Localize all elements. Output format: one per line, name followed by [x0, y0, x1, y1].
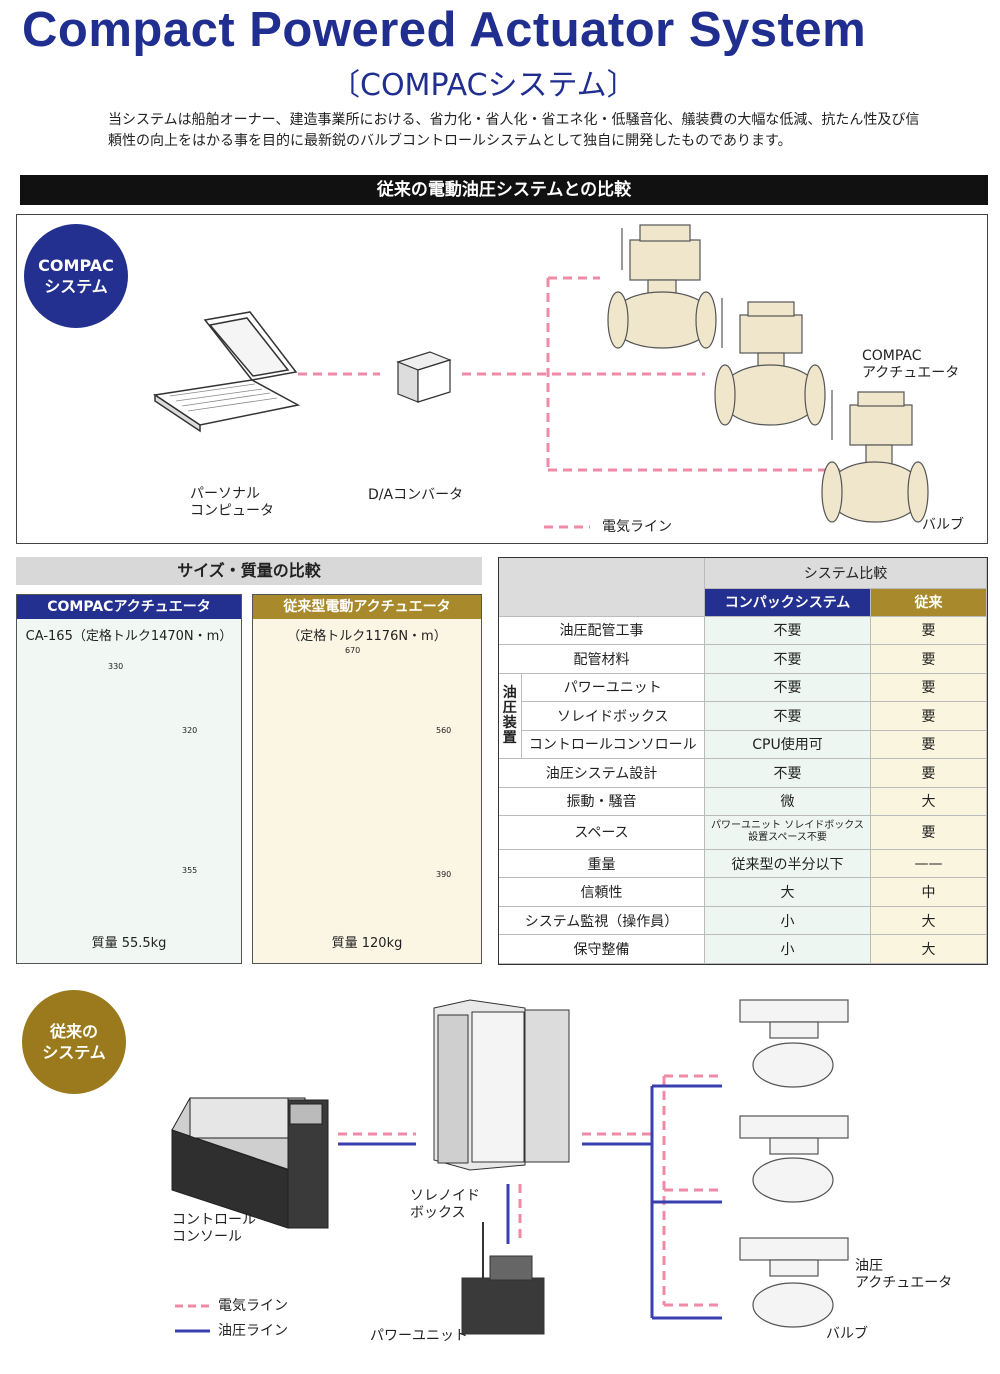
conventional-mass: 質量 120kg	[331, 936, 403, 951]
row-item: システム監視（操作員）	[499, 906, 705, 936]
conventional-dim-height-top: 560	[436, 726, 452, 735]
size-comparison-header: サイズ・質量の比較	[16, 557, 482, 585]
row-compac: 不要	[704, 616, 871, 645]
row-conventional: 大	[870, 787, 987, 816]
power-unit-illustration	[461, 1222, 545, 1335]
compac-dim-width: 330	[108, 662, 124, 671]
compac-actuator-1	[607, 224, 717, 349]
row-conventional: 要	[870, 815, 987, 850]
row-conventional: 要	[870, 616, 987, 645]
valve-label-bottom: バルブ	[826, 1326, 868, 1342]
row-conventional: 要	[870, 673, 987, 702]
row-item: ソレイドボックス	[521, 701, 705, 731]
hydraulic-actuators-illustration	[739, 999, 849, 1328]
compac-size-card: COMPACアクチュエータ CA-165（定格トルク1470N・m） 質量 55…	[16, 594, 242, 964]
hydraulic-actuator-label: 油圧 アクチュエータ	[855, 1258, 953, 1291]
table-corner	[499, 558, 705, 617]
row-conventional: 要	[870, 644, 987, 674]
pc-label: パーソナル コンピュータ	[190, 486, 274, 519]
table-row: 油圧システム設計 不要 要	[499, 758, 987, 788]
compac-actuator-label: COMPAC アクチュエータ	[862, 348, 960, 381]
system-comparison-table: システム比較 コンパックシステム 従来 油圧配管工事 不要 要 配管材料 不要 …	[498, 557, 988, 965]
row-item: コントロールコンソロール	[521, 730, 705, 759]
comparison-band: 従来の電動油圧システムとの比較	[20, 175, 988, 205]
row-item: 信頼性	[499, 877, 705, 907]
table-title: システム比較	[704, 558, 987, 589]
row-item: 油圧配管工事	[499, 616, 705, 645]
row-compac: 小	[704, 906, 871, 936]
laptop-illustration	[152, 311, 301, 433]
compac-actuator-2	[714, 298, 826, 426]
row-compac: パワーユニット ソレイドボックス 設置スペース不要	[704, 815, 871, 850]
table-row: 保守整備 小 大	[499, 934, 987, 964]
row-conventional: ——	[870, 849, 987, 879]
row-item: 油圧システム設計	[499, 758, 705, 788]
group-label: 油圧装置	[499, 673, 522, 759]
row-compac: 不要	[704, 758, 871, 788]
row-item: スペース	[499, 815, 705, 850]
table-row: システム監視（操作員） 小 大	[499, 906, 987, 936]
col-conventional-header: 従来	[870, 588, 987, 617]
conventional-dim-height-bottom: 390	[436, 870, 452, 879]
table-row: 振動・騒音 微 大	[499, 787, 987, 816]
solenoid-box-illustration	[433, 999, 570, 1171]
row-compac: 不要	[704, 701, 871, 731]
electric-lines-bottom	[338, 1074, 722, 1307]
compac-system-badge: COMPAC システム	[24, 224, 128, 328]
conventional-model: （定格トルク1176N・m）	[287, 629, 447, 644]
table-row: スペース パワーユニット ソレイドボックス 設置スペース不要 要	[499, 815, 987, 850]
row-item: 配管材料	[499, 644, 705, 674]
row-conventional: 要	[870, 730, 987, 759]
control-console-illustration	[171, 1097, 329, 1229]
row-conventional: 中	[870, 877, 987, 907]
hydraulic-lines-bottom	[338, 1084, 722, 1320]
conventional-size-card: 従来型電動アクチュエータ （定格トルク1176N・m） 質量 120kg	[252, 594, 482, 964]
legend-electric-label-bottom: 電気ライン	[218, 1298, 288, 1314]
compac-model: CA-165（定格トルク1470N・m）	[25, 629, 233, 644]
solenoid-box-label: ソレノイド ボックス	[410, 1188, 480, 1221]
page-subtitle: 〔COMPACシステム〕	[330, 68, 637, 103]
table-row: 重量 従来型の半分以下 ——	[499, 849, 987, 879]
row-compac: 小	[704, 934, 871, 964]
table-row: 油圧装置 パワーユニット 不要 要	[499, 673, 987, 759]
row-item: 振動・騒音	[499, 787, 705, 816]
page-title: Compact Powered Actuator System	[22, 3, 867, 57]
table-row: 配管材料 不要 要	[499, 644, 987, 674]
col-compac-header: コンパックシステム	[704, 588, 871, 617]
valve-label-top: バルブ	[922, 517, 964, 533]
table-row: 信頼性 大 中	[499, 877, 987, 907]
electric-lines-top	[298, 276, 840, 472]
conventional-system-badge: 従来の システム	[22, 990, 126, 1094]
table-row: 油圧配管工事 不要 要	[499, 616, 987, 645]
row-conventional: 要	[870, 701, 987, 731]
compac-dim-height-top: 320	[182, 726, 198, 735]
row-compac: 不要	[704, 673, 871, 702]
power-unit-label: パワーユニット	[370, 1328, 468, 1344]
legend-electric-label-top: 電気ライン	[602, 519, 672, 535]
row-compac: 従来型の半分以下	[704, 849, 871, 879]
row-compac: 不要	[704, 644, 871, 674]
row-item: 重量	[499, 849, 705, 879]
row-item: パワーユニット	[521, 673, 705, 702]
row-item: 保守整備	[499, 934, 705, 964]
conventional-dim-width: 670	[345, 646, 361, 655]
row-compac: 大	[704, 877, 871, 907]
legend-hydraulic-label-bottom: 油圧ライン	[218, 1323, 288, 1339]
da-converter-illustration	[396, 351, 452, 403]
control-console-label: コントロール コンソール	[172, 1212, 256, 1245]
row-conventional: 要	[870, 758, 987, 788]
compac-dim-height-bottom: 355	[182, 866, 198, 875]
intro-text: 当システムは船舶オーナー、建造事業所における、省力化・省人化・省エネ化・低騒音化…	[108, 112, 920, 149]
table-row: コントロールコンソロール CPU使用可 要	[499, 730, 987, 759]
compac-mass: 質量 55.5kg	[91, 936, 167, 951]
conventional-size-title: 従来型電動アクチュエータ	[253, 595, 481, 619]
compac-actuator-3	[821, 390, 929, 523]
table-row: ソレイドボックス 不要 要	[499, 701, 987, 731]
row-compac: CPU使用可	[704, 730, 871, 759]
row-conventional: 大	[870, 906, 987, 936]
row-conventional: 大	[870, 934, 987, 964]
compac-size-title: COMPACアクチュエータ	[17, 595, 241, 619]
row-compac: 微	[704, 787, 871, 816]
da-converter-label: D/Aコンバータ	[368, 487, 464, 503]
